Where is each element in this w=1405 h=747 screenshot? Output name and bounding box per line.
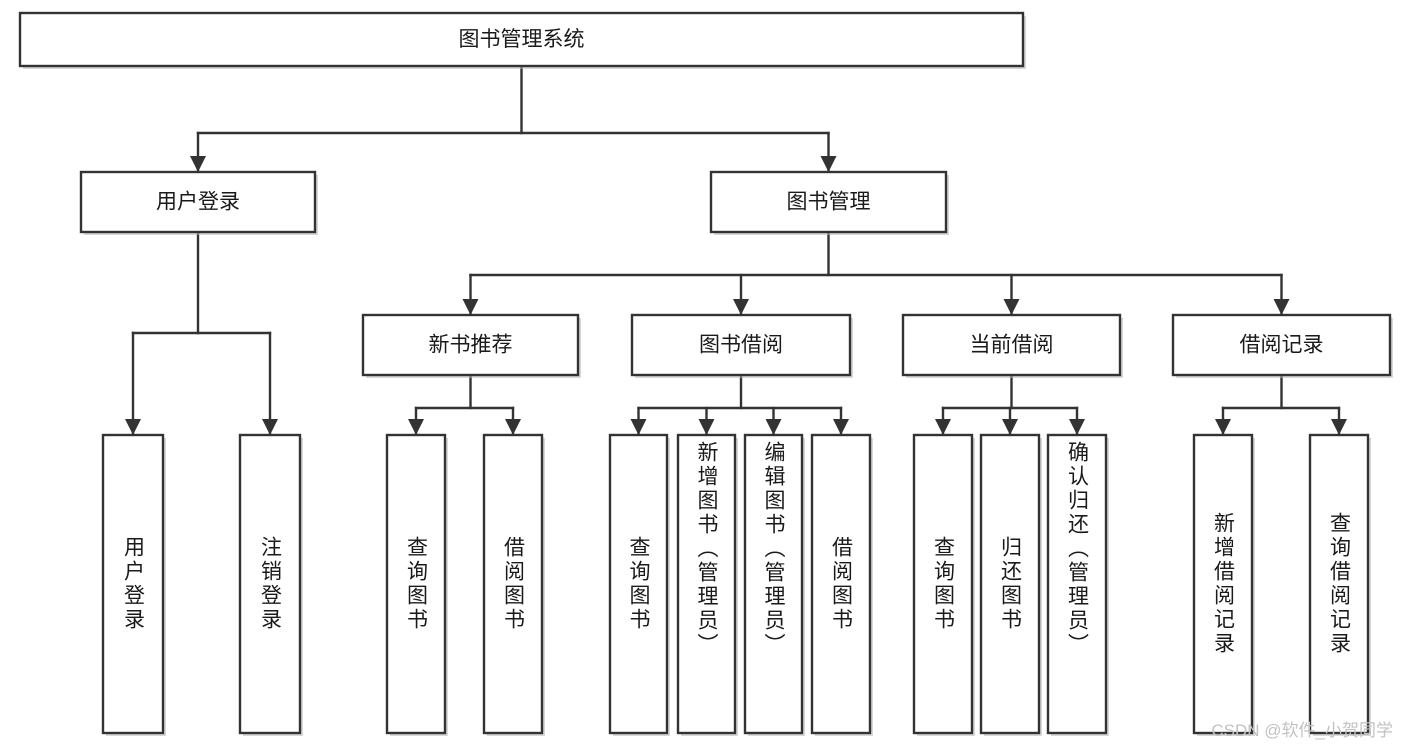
arrow-head-icon (833, 419, 849, 435)
connector-group (935, 373, 1085, 437)
node-box-rect (1171, 313, 1392, 377)
arrow-head-icon (630, 419, 647, 435)
arrow-head-icon (125, 419, 141, 435)
node-box-rect (912, 433, 974, 735)
arrow-head-icon (935, 419, 951, 435)
leaf-node-box[interactable] (1192, 433, 1255, 736)
node-label: 当前借阅 (970, 334, 1054, 357)
arrow-head-icon (698, 419, 715, 435)
node-box-rect (482, 433, 544, 735)
connector-group (1215, 373, 1347, 437)
node-box[interactable] (901, 313, 1123, 378)
node-box-rect (743, 433, 804, 735)
arrow-head-icon (1215, 419, 1231, 435)
leaf-node-box[interactable] (912, 433, 975, 736)
arrow-head-icon (820, 156, 837, 172)
leaf-node-box[interactable] (676, 433, 738, 736)
connector-group (190, 64, 837, 174)
arrow-head-icon (462, 299, 479, 315)
arrow-head-icon (190, 156, 206, 172)
connector-group (462, 230, 1290, 317)
node-label: 用户登录 (156, 191, 240, 214)
root-node-box[interactable] (18, 11, 1026, 69)
node-box-rect (101, 433, 165, 735)
node-label: 图书管理系统 (459, 28, 585, 51)
connector-group (408, 373, 521, 437)
leaf-node-box[interactable] (385, 433, 448, 736)
arrow-head-icon (1331, 419, 1347, 435)
leaf-node-box[interactable] (482, 433, 545, 736)
node-box-rect (79, 170, 317, 234)
node-box[interactable] (361, 313, 581, 378)
node-box-rect (810, 433, 872, 735)
leaf-node-box[interactable] (979, 433, 1042, 736)
node-label: 图书管理 (787, 191, 871, 214)
leaf-node-box[interactable] (608, 433, 670, 736)
leaf-node-box[interactable] (1308, 433, 1371, 736)
arrow-head-icon (1273, 299, 1290, 315)
watermark: CSDN @软件_小贺同学 (1211, 721, 1393, 740)
arrow-head-icon (262, 419, 278, 435)
arrow-head-icon (1002, 419, 1018, 435)
node-box-rect (1192, 433, 1254, 735)
leaf-node-box[interactable] (101, 433, 166, 736)
leaf-node-box[interactable] (743, 433, 805, 736)
node-box[interactable] (1171, 313, 1393, 378)
node-box-rect (676, 433, 737, 735)
node-box[interactable] (79, 170, 318, 235)
node-box-rect (385, 433, 447, 735)
leaf-node-box[interactable] (238, 433, 303, 736)
node-box-rect (709, 170, 948, 234)
node-label: 图书借阅 (699, 334, 783, 357)
node-box-rect (608, 433, 669, 735)
connectors-layer (125, 64, 1347, 437)
connector-group (630, 373, 849, 437)
arrow-head-icon (733, 299, 749, 315)
node-label: 新书推荐 (429, 334, 513, 357)
node-box-rect (979, 433, 1041, 735)
arrow-head-icon (408, 419, 424, 435)
node-box-rect (1308, 433, 1370, 735)
arrow-head-icon (1069, 419, 1085, 435)
node-label: 借阅记录 (1240, 334, 1324, 357)
node-box-rect (1046, 433, 1108, 735)
node-box[interactable] (709, 170, 949, 235)
node-box-rect (361, 313, 580, 377)
node-box[interactable] (630, 313, 853, 378)
arrow-head-icon (1003, 299, 1020, 315)
connector-group (125, 230, 278, 437)
node-box-rect (18, 11, 1025, 68)
boxes-layer (18, 11, 1393, 736)
arrow-head-icon (505, 419, 521, 435)
arrow-head-icon (765, 419, 782, 435)
node-box-rect (901, 313, 1122, 377)
node-box-rect (238, 433, 302, 735)
node-box-rect (630, 313, 852, 377)
leaf-node-box[interactable] (1046, 433, 1109, 736)
leaf-node-box[interactable] (810, 433, 873, 736)
